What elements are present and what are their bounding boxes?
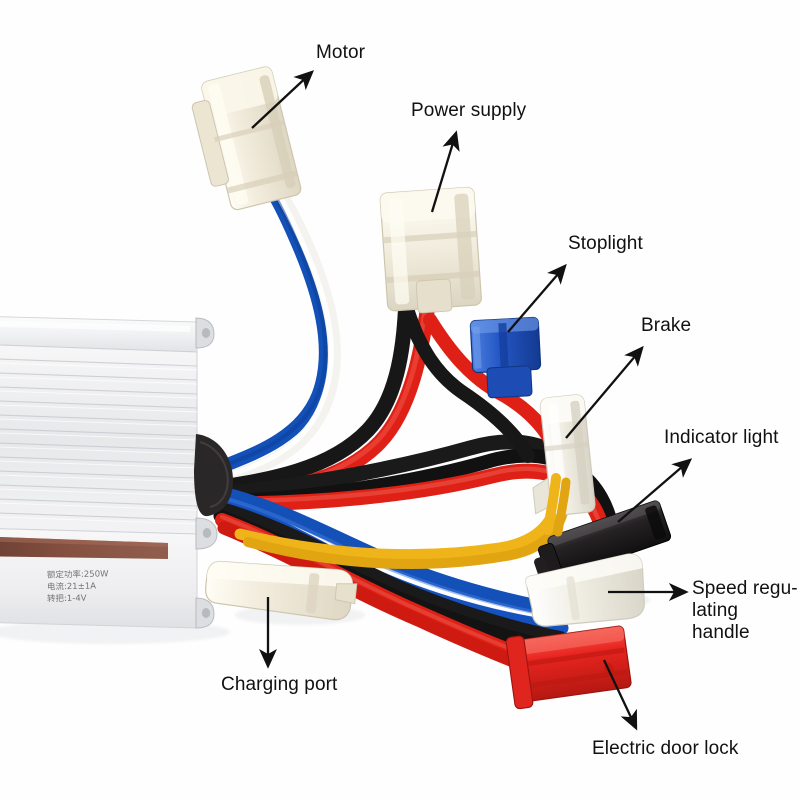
wire-white-motor-hl — [211, 174, 334, 482]
callout-label-brake: Brake — [641, 315, 692, 336]
speed-handle-connector — [525, 553, 645, 627]
callout-label-indicator-light: Indicator light — [664, 427, 779, 448]
wire-black-power — [207, 292, 414, 496]
callout-label-motor: Motor — [316, 42, 366, 63]
cable-grommet — [194, 434, 233, 517]
charging-port-connector — [205, 560, 358, 621]
wire-blue-motor-edge — [212, 176, 328, 472]
wire-black-upper-stoplight — [401, 305, 535, 463]
heatsink-fins — [0, 358, 198, 521]
wire-tails — [543, 473, 571, 537]
motor-controller-body — [0, 316, 218, 629]
controller-spec-line-3: 转把:1-4V — [46, 593, 87, 605]
callout-label-speed-regulating-handle: Speed regu- lating handle — [692, 578, 798, 643]
callout-label-power-supply: Power supply — [411, 100, 527, 121]
wire-black-down-1 — [211, 501, 567, 645]
callout-label-stoplight: Stoplight — [568, 233, 643, 254]
controller-spec-line-2: 电流:21±1A — [46, 581, 97, 593]
callout-label-electric-door-lock: Electric door lock — [592, 738, 739, 759]
callout-label-charging-port: Charging port — [221, 674, 338, 695]
controller-spec-line-1: 额定功率:250W — [46, 569, 109, 581]
wire-white-motor — [207, 169, 341, 489]
power-supply-connector — [379, 186, 482, 314]
